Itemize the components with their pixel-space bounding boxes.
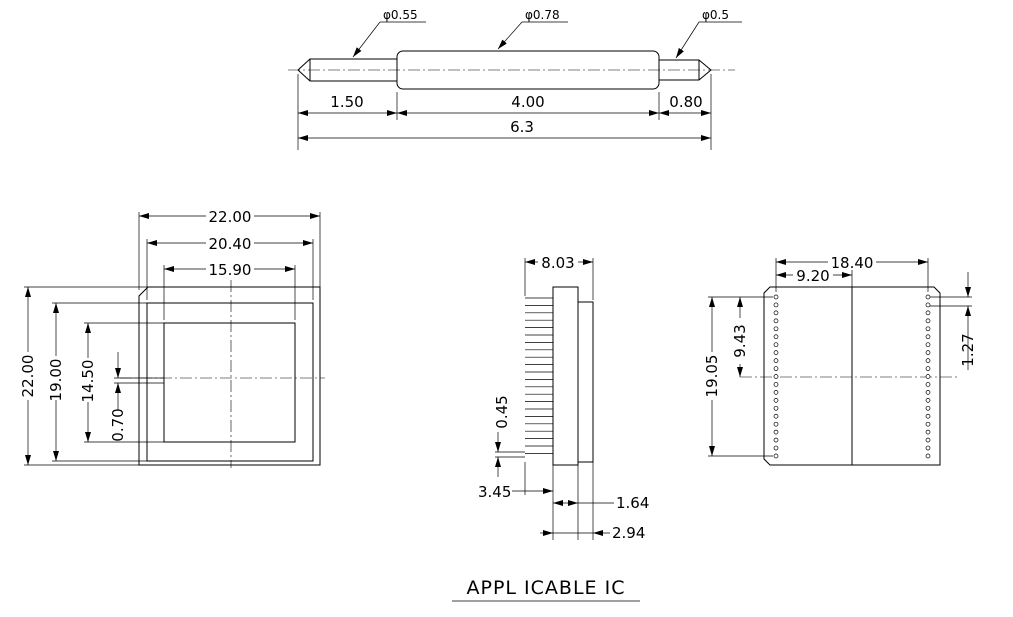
pin-hole: [925, 398, 931, 403]
pin-layout-half-height: 9.43: [731, 324, 749, 357]
socket-top-view: 22.00 20.40 15.90 22.00 19.00 14.50 0.70: [19, 207, 325, 468]
top-view-width-outer: 22.00: [209, 208, 252, 226]
pin-hole: [773, 358, 779, 363]
pin-tip-right-diameter: φ0.5: [702, 8, 729, 22]
pin-hole: [925, 366, 931, 371]
top-view-width-inner: 15.90: [209, 261, 252, 279]
pin-hole: [773, 302, 779, 308]
pin-hole: [925, 405, 931, 411]
pin-hole: [773, 374, 779, 379]
pin-hole: [925, 326, 931, 332]
pin-hole: [925, 390, 931, 395]
top-view-offset: 0.70: [109, 408, 127, 441]
pin-hole: [773, 437, 779, 443]
title-block: APPL ICABLE IC: [452, 577, 640, 602]
pin-hole: [773, 334, 779, 340]
side-view-width: 8.03: [541, 254, 574, 272]
pin-hole: [773, 310, 779, 316]
pin-holes-left-row: [773, 294, 779, 459]
top-view-width-mid: 20.40: [209, 235, 252, 253]
side-view-pin-diameter: 0.45: [493, 395, 511, 428]
pin-hole: [925, 342, 931, 348]
pin-length-total: 6.3: [510, 118, 534, 136]
pin-hole: [925, 445, 931, 451]
pin-hole: [773, 421, 779, 427]
pin-hole: [925, 350, 931, 355]
pin-holes-right-row: [925, 294, 931, 459]
pin-hole: [925, 334, 931, 340]
pin-hole: [773, 318, 779, 324]
pin-hole: [925, 453, 931, 459]
socket-pin-layout-view: 18.40 9.20 19.05 9.43 1.27: [703, 253, 977, 466]
pin-length-right: 0.80: [669, 93, 702, 111]
top-view-height-inner: 14.50: [79, 360, 97, 403]
pin-hole: [925, 421, 931, 427]
drawing-title: APPL ICABLE IC: [467, 577, 626, 599]
socket-side-view: 8.03 0.45 3.45 1.64 2.94: [478, 254, 649, 542]
pin-drawing: φ0.55 φ0.78 φ0.5 1.50 4.00 0.80 6.3: [288, 8, 742, 150]
pin-hole: [773, 366, 779, 371]
pin-hole: [773, 405, 779, 411]
pin-tip-left-diameter: φ0.55: [383, 8, 418, 22]
pin-hole: [773, 342, 779, 348]
pin-layout-half-span: 9.20: [796, 267, 829, 285]
side-view-pin-length: 3.45: [478, 483, 511, 501]
pin-hole: [773, 382, 779, 387]
pin-hole: [925, 374, 931, 379]
pin-hole: [925, 358, 931, 363]
pin-hole: [925, 310, 931, 316]
pin-hole: [773, 398, 779, 403]
pin-hole: [925, 318, 931, 324]
pin-hole: [925, 302, 931, 308]
pin-hole: [925, 413, 931, 419]
pin-hole: [773, 390, 779, 395]
pin-body-diameter: φ0.78: [525, 8, 560, 22]
pin-hole: [773, 413, 779, 419]
pin-length-left: 1.50: [330, 93, 363, 111]
pin-length-body: 4.00: [511, 93, 544, 111]
pin-hole: [925, 437, 931, 443]
side-view-pins: [525, 297, 553, 454]
pin-layout-pitch: 1.27: [959, 333, 977, 366]
pin-hole: [773, 350, 779, 355]
pin-hole: [773, 326, 779, 332]
pin-layout-height: 19.05: [703, 355, 721, 398]
pin-layout-span: 18.40: [831, 254, 874, 272]
top-view-height-outer: 22.00: [19, 355, 37, 398]
pin-hole: [773, 429, 779, 435]
pin-hole: [925, 294, 931, 300]
top-view-height-mid: 19.00: [47, 359, 65, 402]
side-view-plate-thickness: 1.64: [616, 494, 649, 512]
pin-hole: [773, 445, 779, 451]
pin-hole: [925, 382, 931, 387]
pin-hole: [773, 294, 779, 300]
pin-hole: [925, 429, 931, 435]
side-view-total-thickness: 2.94: [612, 524, 645, 542]
pin-hole: [773, 453, 779, 459]
